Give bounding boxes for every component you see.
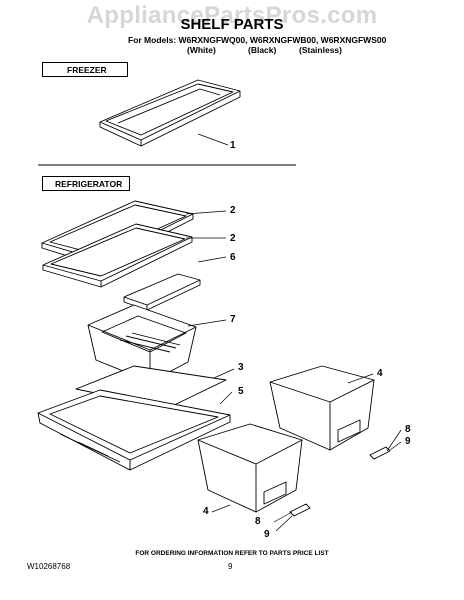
leader-lines: [185, 133, 402, 532]
shelf-frame: [123, 273, 201, 311]
callout-2b: 2: [230, 233, 236, 244]
slide-rail-right: [369, 446, 391, 460]
callout-7: 7: [230, 314, 236, 325]
callout-9-right: 9: [405, 436, 411, 447]
glass-shelf-middle: [42, 223, 193, 288]
page-title: SHELF PARTS: [180, 16, 284, 33]
page-number: 9: [228, 562, 233, 571]
callout-4-right: 4: [377, 368, 383, 379]
ordering-note: FOR ORDERING INFORMATION REFER TO PARTS …: [135, 550, 329, 557]
slide-rail-left: [289, 503, 311, 517]
callout-2a: 2: [230, 205, 236, 216]
models-line: For Models: W6RXNGFWQ00, W6RXNGFWB00, W6…: [128, 35, 387, 45]
callout-8-right: 8: [405, 424, 411, 435]
variant-black: (Black): [248, 45, 277, 55]
callout-1: 1: [230, 140, 236, 151]
callout-8-left: 8: [255, 516, 261, 527]
variant-stainless: (Stainless): [299, 45, 342, 55]
crisper-drawer-left: [197, 423, 303, 513]
crisper-cover-frame: [37, 389, 231, 471]
callout-9-left: 9: [264, 529, 270, 540]
callout-5: 5: [238, 386, 244, 397]
callout-6: 6: [230, 252, 236, 263]
doc-number: W10268768: [27, 562, 71, 571]
freezer-shelf: [99, 79, 241, 147]
callout-4-left: 4: [203, 506, 209, 517]
watermark: AppliancePartsPros.com: [86, 2, 378, 29]
crisper-drawer-right: [269, 365, 375, 451]
variant-white: (White): [187, 45, 216, 55]
callout-3: 3: [238, 362, 244, 373]
refrigerator-section-label: REFRIGERATOR: [42, 176, 130, 191]
freezer-section-label: FREEZER: [42, 62, 128, 77]
